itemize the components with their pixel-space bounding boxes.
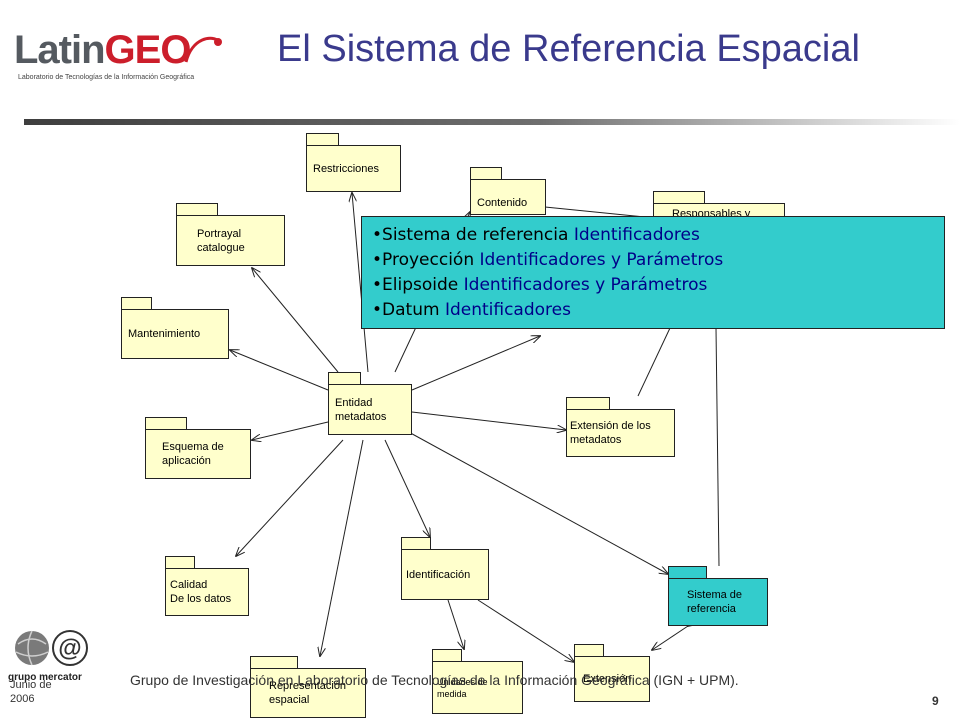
page-number: 9 (932, 694, 939, 708)
footer-credits: Grupo de Investigación en Laboratorio de… (130, 672, 739, 688)
logo-wordmark: LatinGEO (14, 28, 192, 72)
svg-text:@: @ (58, 635, 81, 662)
package-label: Portrayal catalogue (197, 227, 245, 254)
callout-term: Elipsoide (382, 275, 459, 295)
package-label: Extensión de los metadatos (570, 420, 651, 446)
edge-entidad-identificacion (384, 439, 430, 537)
package-mantenimiento[interactable]: Mantenimiento (121, 297, 229, 359)
package-label: Representación espacial (269, 680, 347, 706)
package-label: Entidad metadatos (335, 396, 387, 423)
footer-date: Junio de 2006 (10, 679, 52, 705)
logo-tagline: Laboratorio de Tecnologías de la Informa… (18, 74, 195, 81)
package-esquema-aplicacion[interactable]: Esquema de aplicación (145, 417, 251, 479)
package-calidad-datos[interactable]: Calidad De los datos (165, 556, 249, 616)
callout-item-datum: •Datum Identificadores (372, 300, 571, 320)
edge-entidad-callout (411, 336, 540, 391)
logo-latin-text: Latin (14, 28, 106, 72)
package-sistema-referencia[interactable]: Sistema de referencia (668, 566, 768, 626)
package-portrayal-catalogue[interactable]: Portrayal catalogue (176, 203, 285, 266)
package-representacion-espacial[interactable]: Representación espacial (250, 656, 366, 718)
logo-geo-text: GEO (104, 28, 192, 72)
edge-entidad-extmeta (411, 411, 566, 430)
mercator-globe-icon: @ (15, 630, 88, 666)
package-label: Unidades de medida (437, 676, 488, 699)
grupo-mercator-logo: @ grupo mercator (8, 626, 100, 688)
mercator-logo-text: grupo mercator (8, 672, 82, 683)
latingeo-logo: LatinGEO Laboratorio de Tecnologías de l… (14, 28, 224, 90)
edge-entidad-calidad (236, 439, 344, 556)
edge-sistema-extension (652, 626, 688, 650)
edge-identificacion-unidades (447, 599, 464, 649)
package-unidades-medida[interactable]: Unidades de medida (432, 649, 523, 714)
callout-item-proyeccion: •Proyección Identificadores y Parámetros (372, 250, 724, 270)
package-restricciones[interactable]: Restricciones (306, 133, 401, 192)
package-entidad-metadatos[interactable]: Entidad metadatos (328, 372, 412, 435)
package-extension[interactable]: Extensión (574, 644, 650, 702)
package-label: Sistema de referencia (687, 589, 743, 615)
callout-type: Identificadores (573, 225, 700, 245)
package-label: Contenido (477, 197, 528, 209)
package-label: Calidad De los datos (170, 579, 232, 605)
logo-swirl-icon (184, 36, 222, 63)
callout-item-elipsoide: •Elipsoide Identificadores y Parámetros (372, 275, 708, 295)
edge-entidad-portrayal (252, 268, 339, 373)
edge-entidad-representacion (320, 439, 364, 656)
page-title: El Sistema de Referencia Espacial (277, 28, 860, 70)
callout-item-sistema: •Sistema de referencia Identificadores (372, 225, 700, 245)
callout-term: Proyección (382, 250, 475, 270)
callout-term: Datum (382, 300, 440, 320)
title-divider (24, 119, 960, 125)
edge-responsables-extmeta (637, 327, 671, 397)
package-label: Restricciones (313, 162, 380, 175)
edge-entidad-restricciones (352, 193, 369, 373)
edge-entidad-sistema (404, 429, 668, 574)
callout-term: Sistema de referencia (382, 225, 569, 245)
package-identificacion[interactable]: Identificación (401, 537, 489, 600)
callout-type: Identificadores y Parámetros (463, 275, 708, 295)
edge-identificacion-extension (477, 599, 574, 662)
package-extension-metadatos[interactable]: Extensión de los metadatos (566, 397, 675, 457)
package-label: Esquema de aplicación (162, 441, 224, 467)
package-label: Identificación (406, 568, 471, 581)
edge-entidad-esquema (252, 421, 329, 440)
edge-entidad-mantenimiento (230, 350, 329, 391)
reference-system-callout: •Sistema de referencia Identificadores •… (361, 216, 945, 329)
package-label: Mantenimiento (128, 328, 201, 340)
package-label: Extensión (583, 673, 632, 685)
edge-responsables-sistema (715, 327, 720, 567)
package-contenido[interactable]: Contenido (470, 167, 546, 215)
callout-type: Identificadores (444, 300, 571, 320)
callout-type: Identificadores y Parámetros (479, 250, 724, 270)
